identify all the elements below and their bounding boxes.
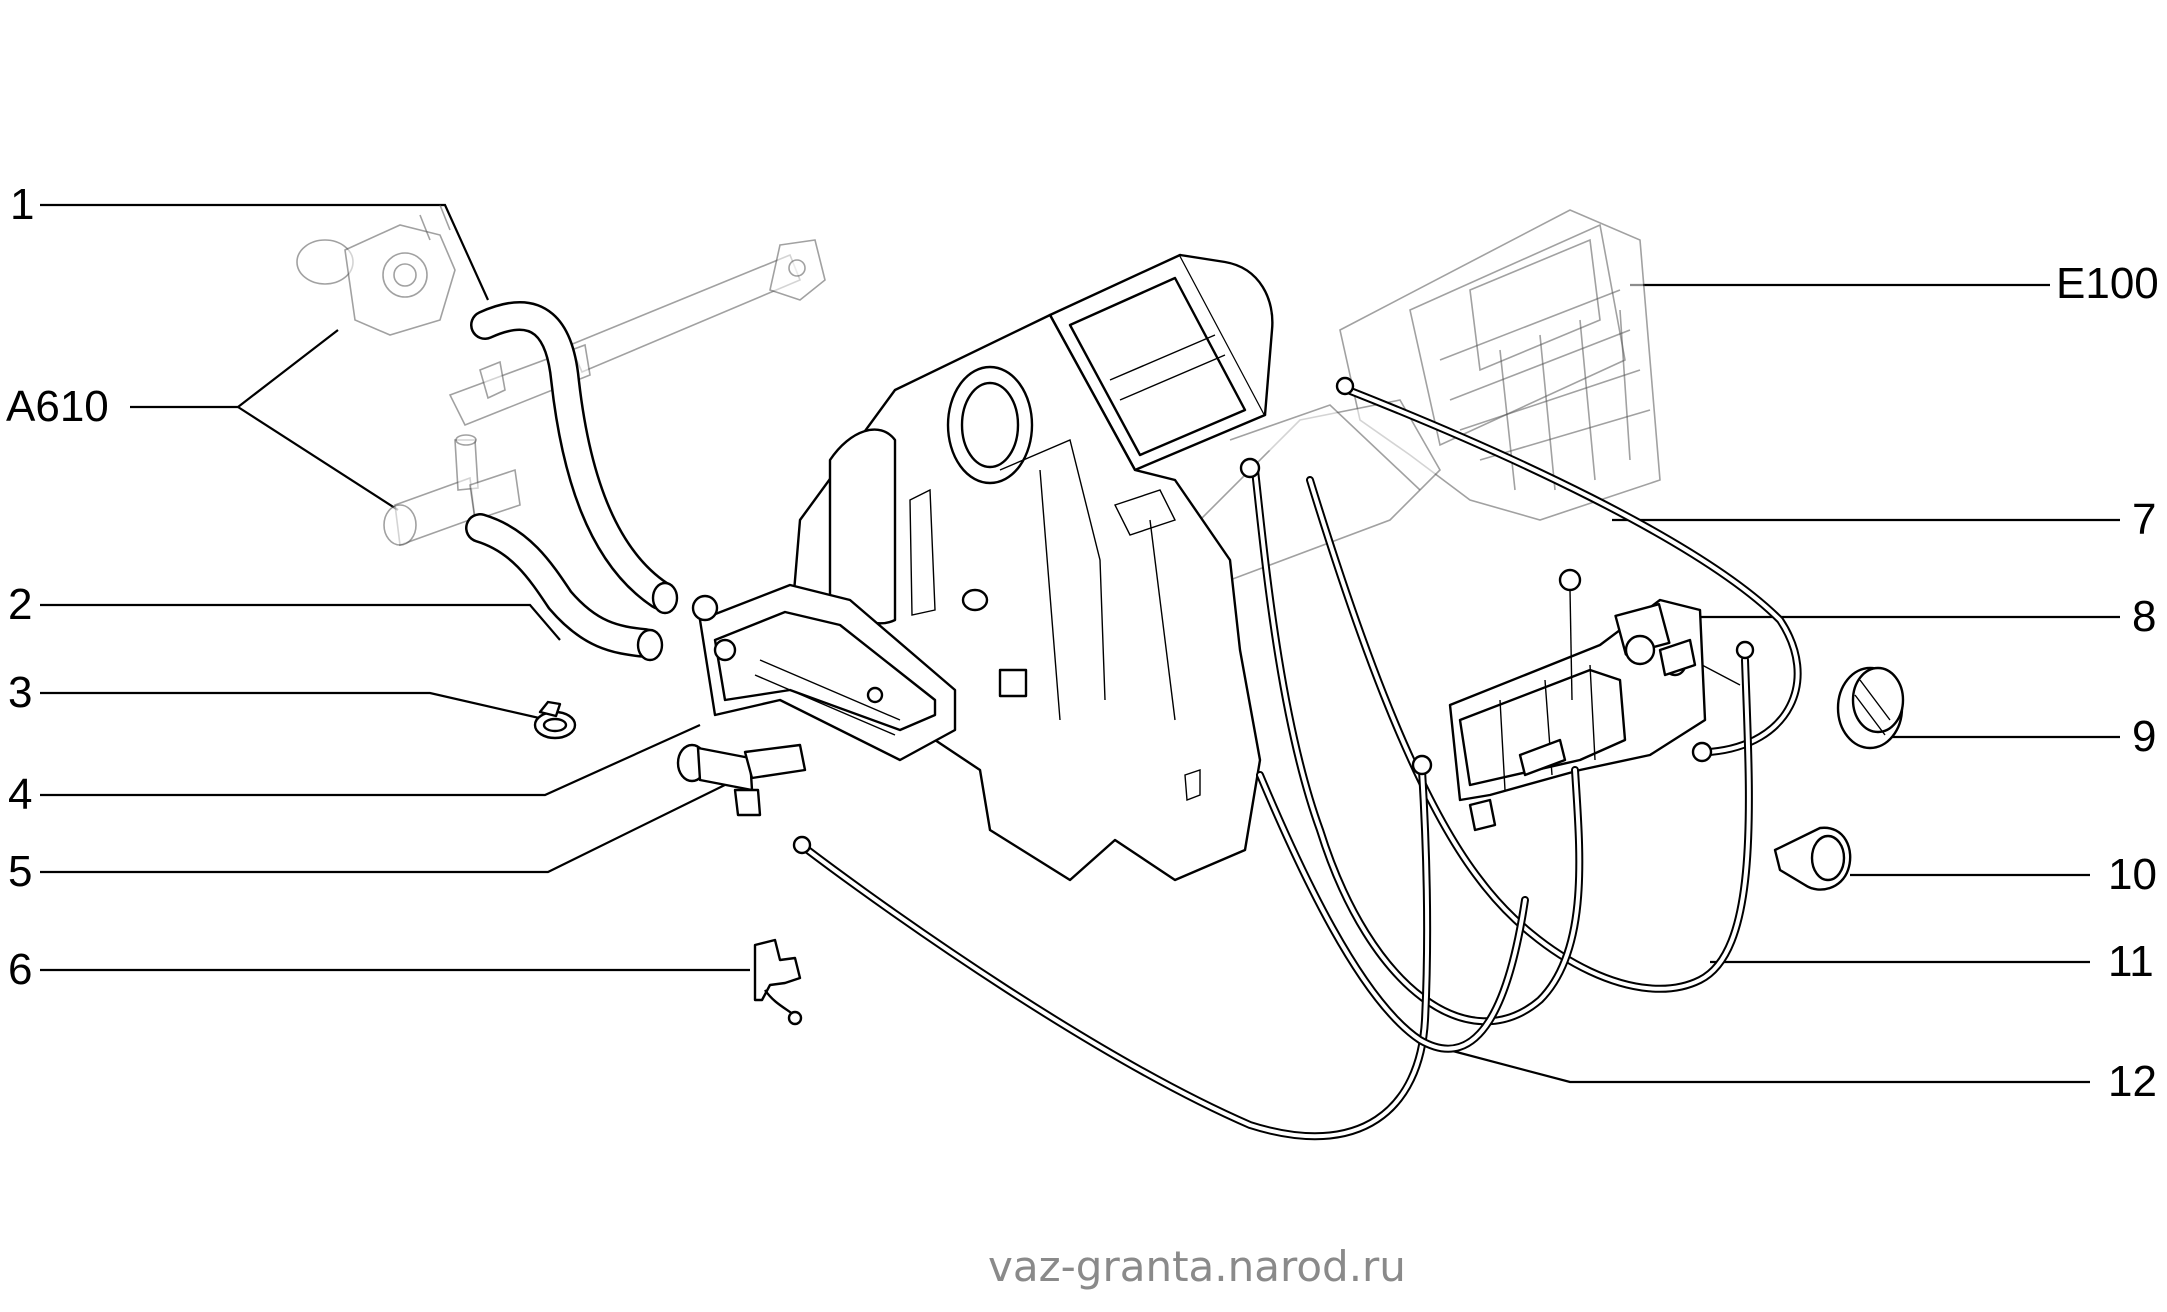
heater-control-unit: [1448, 568, 1741, 832]
callout-12: 12: [2108, 1057, 2157, 1106]
control-cables: [792, 376, 1802, 1141]
small-knob: [1773, 826, 1852, 891]
callout-a610: A610: [6, 382, 109, 431]
hose-lower: [465, 513, 664, 662]
callout-1: 1: [10, 180, 35, 229]
callout-2: 2: [8, 580, 33, 629]
callout-11: 11: [2108, 937, 2154, 986]
hose-upper: [470, 301, 679, 615]
leader-4: [40, 723, 701, 797]
heater-housing: [691, 253, 1274, 882]
callout-5: 5: [8, 847, 33, 896]
air-bleed-valve: [676, 743, 807, 817]
hose-clamp: [533, 700, 577, 740]
callout-8: 8: [2132, 592, 2157, 641]
leader-5: [40, 779, 736, 874]
leader-3: [40, 691, 549, 722]
callout-7: 7: [2132, 495, 2157, 544]
pipe-tee: [383, 434, 521, 547]
control-knob: [1836, 666, 1905, 750]
callout-3: 3: [8, 668, 33, 717]
cable-clip: [753, 938, 803, 1026]
callout-4: 4: [8, 770, 33, 819]
callout-e100: E100: [2056, 259, 2159, 308]
callout-9: 9: [2132, 712, 2157, 761]
leader-a610: [130, 329, 339, 409]
leader-12: [1429, 1043, 2090, 1084]
leader-2: [40, 603, 561, 641]
leader-a610-b: [237, 406, 399, 511]
heater-unit-e100: [1178, 209, 1661, 581]
leader-1: [40, 203, 490, 301]
callout-10: 10: [2108, 850, 2157, 899]
watermark: vaz-granta.narod.ru: [988, 1242, 1406, 1291]
callout-6: 6: [8, 945, 33, 994]
leader-lines: [40, 203, 2120, 1084]
thermostat-housing: [296, 204, 456, 336]
